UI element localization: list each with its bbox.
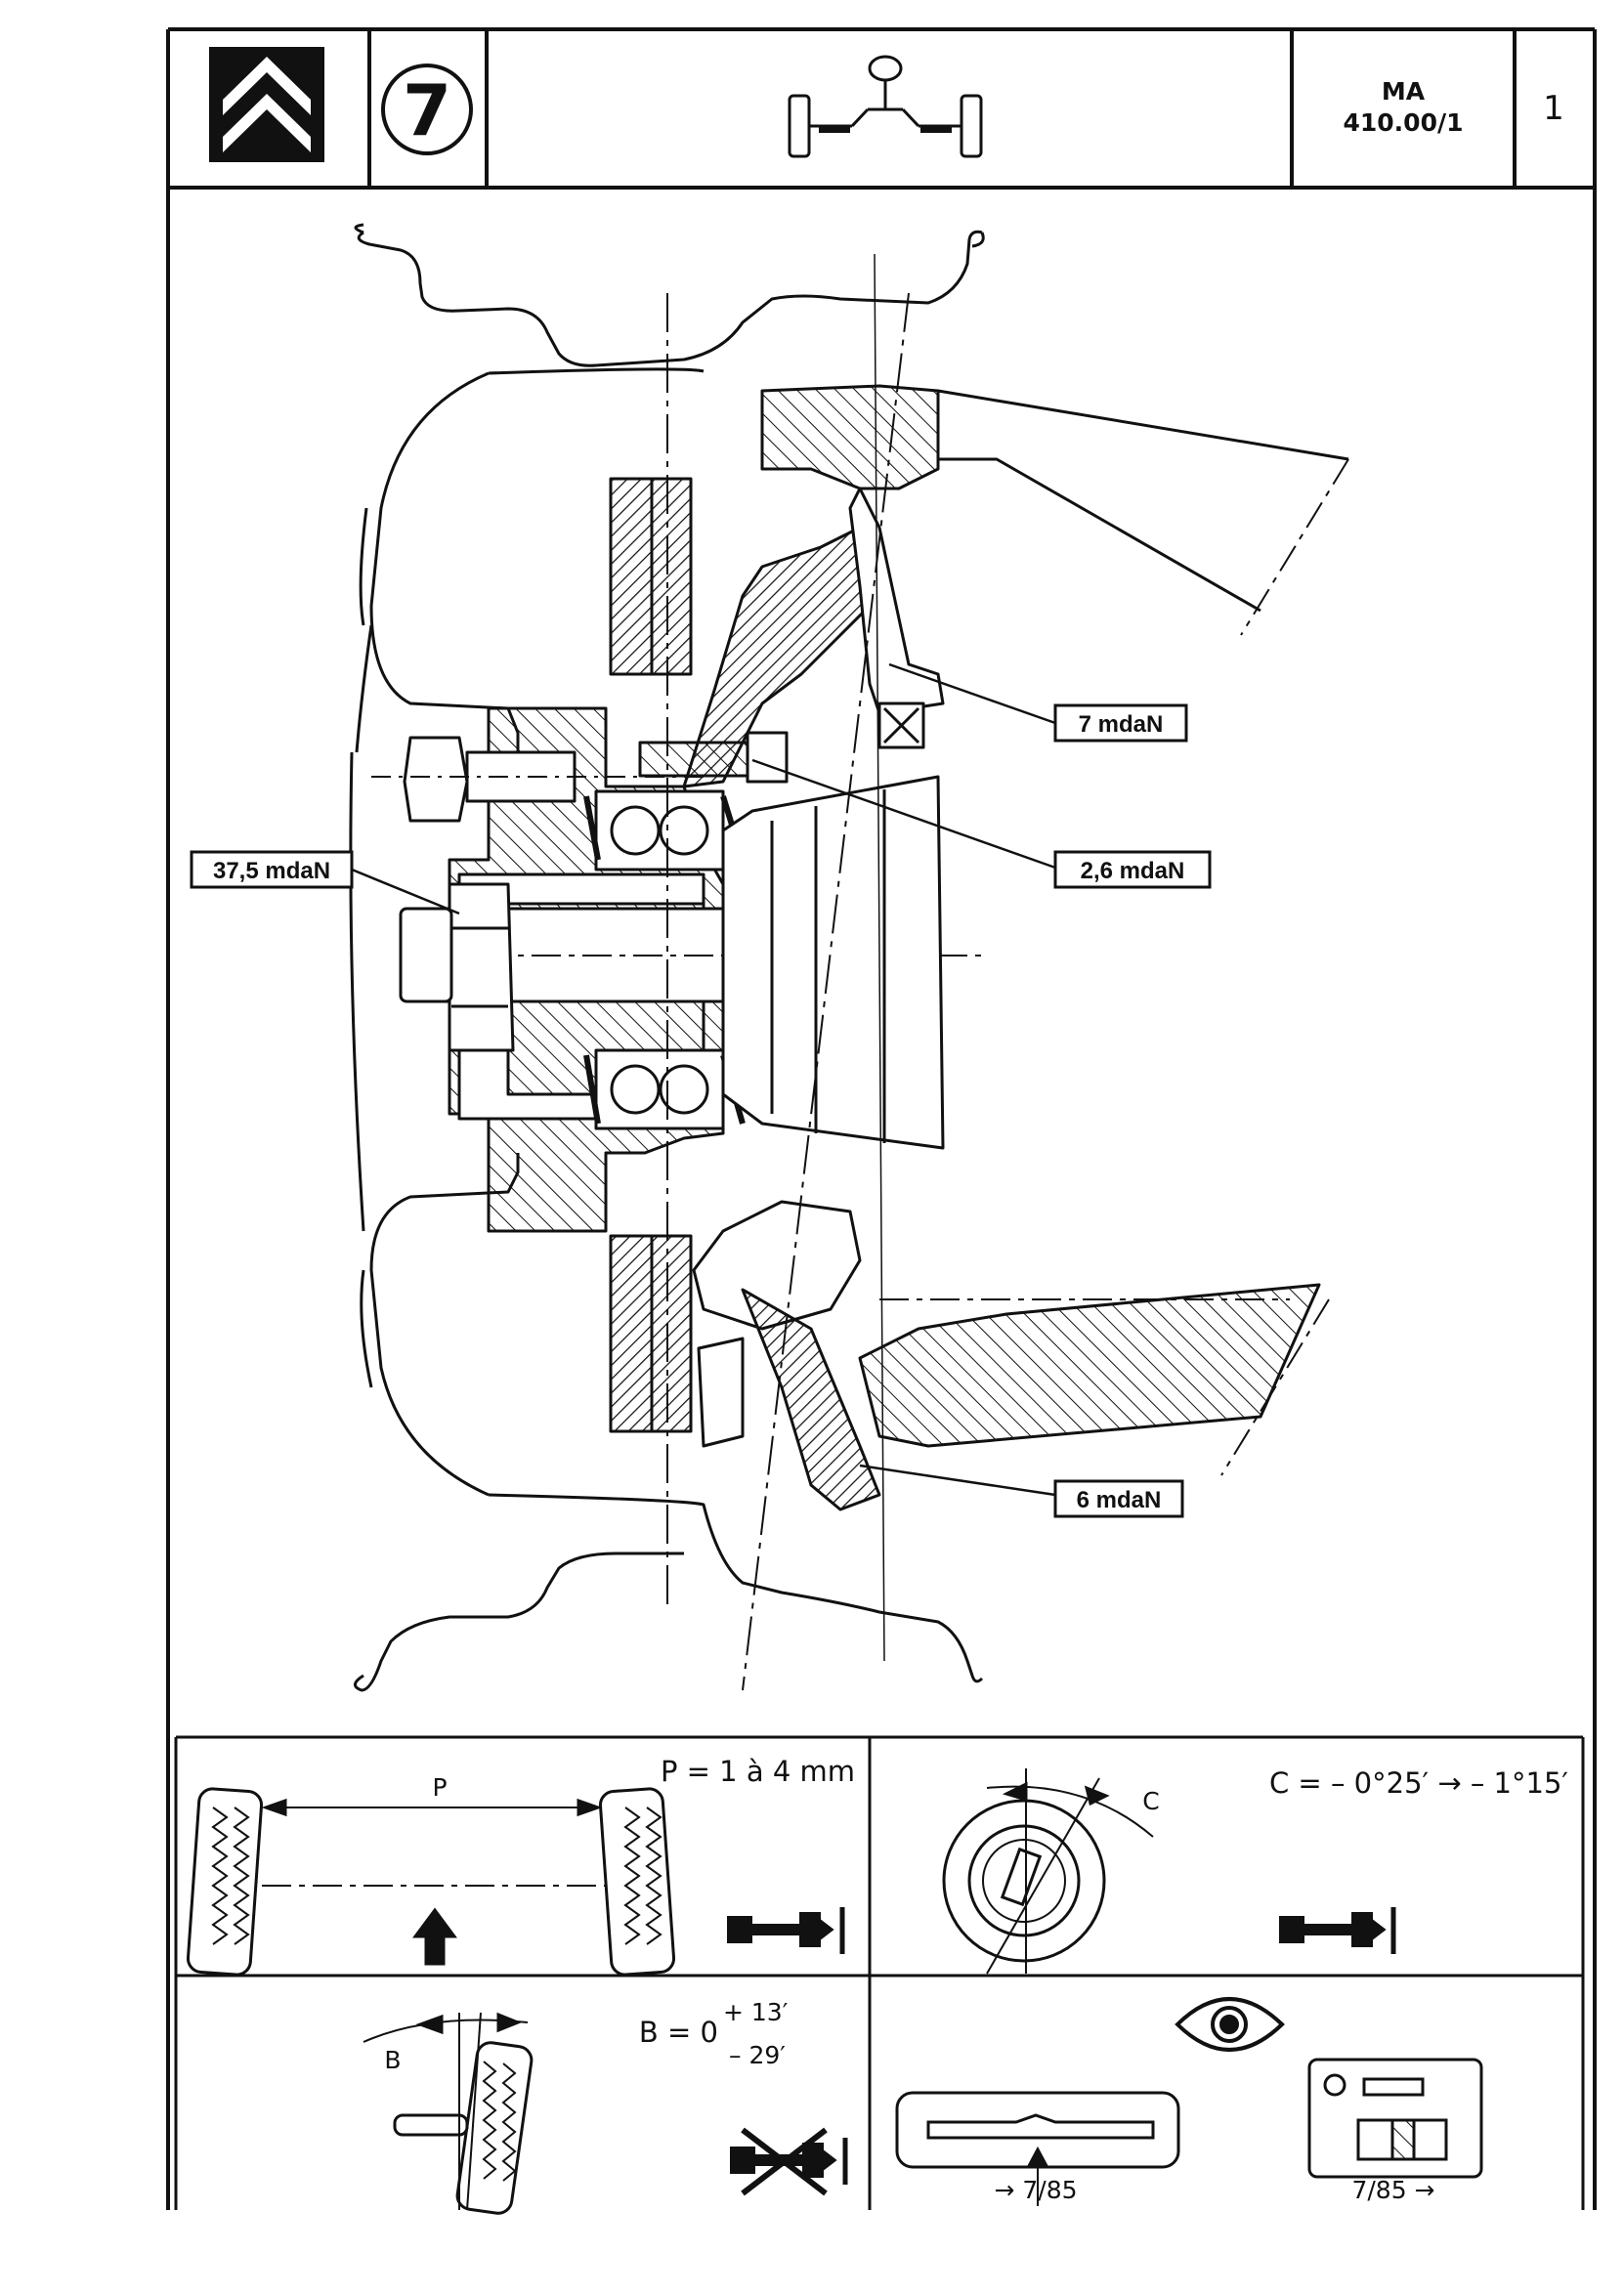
wheel-rim-inner <box>369 371 520 752</box>
wheel-rim-lower <box>369 1153 520 1497</box>
torque-box-steering <box>1053 703 1188 743</box>
eye-icon <box>1175 1997 1285 2052</box>
section-number: 7 <box>403 69 451 151</box>
section-number-badge: 7 <box>381 64 473 155</box>
lower-arm <box>858 1283 1321 1448</box>
wheel-bolt <box>403 736 469 823</box>
toe-panel <box>186 1787 676 1977</box>
ref-line1: MA <box>1382 77 1426 106</box>
direction-arrow-icon <box>412 1907 457 1966</box>
adjustable-tie-rod-icon-caster <box>1279 1907 1396 1954</box>
camber-label: B <box>384 2046 401 2074</box>
hub-nut <box>448 882 515 1052</box>
gauge-reference-right <box>1307 2058 1483 2179</box>
torque-steering-label: 7 mdaN <box>1079 711 1164 738</box>
adjustable-tie-rod-icon <box>727 1907 845 1954</box>
wheel-bearing-upper <box>583 789 746 872</box>
torque-box-lower <box>1053 1479 1184 1518</box>
lower-ball-joint <box>692 1200 862 1331</box>
ref-left-text: → 7/85 <box>994 2176 1077 2204</box>
torque-caliper-label: 2,6 mdaN <box>1081 858 1185 884</box>
tyre-right <box>598 1787 676 1977</box>
gauge-reference-left <box>895 2091 1180 2206</box>
camber-minus: – 29′ <box>729 2041 786 2069</box>
page-number: 1 <box>1543 89 1564 128</box>
brake-disc-upper <box>609 477 654 676</box>
torque-hub-nut-label: 37,5 mdaN <box>213 858 330 884</box>
toe-value: P = 1 à 4 mm <box>661 1755 855 1788</box>
page-frame <box>166 27 1597 2210</box>
specs-grid <box>174 1735 1585 2210</box>
torque-box-hub-nut <box>190 850 354 889</box>
torque-callouts <box>190 662 1212 1518</box>
caster-label: C <box>1142 1787 1159 1815</box>
caster-value: C = – 0°25′ → – 1°15′ <box>1269 1766 1568 1800</box>
cv-joint-housing <box>721 775 945 1150</box>
caster-panel <box>942 1768 1154 1975</box>
kingpin-axis <box>742 292 910 1691</box>
torque-box-caliper <box>1053 850 1212 889</box>
non-adjustable-crossed-icon <box>730 2127 848 2196</box>
upper-ball-joint <box>760 384 940 490</box>
torque-lower-label: 6 mdaN <box>1077 1487 1162 1513</box>
toe-label: P <box>432 1773 447 1802</box>
tyre-left <box>186 1787 264 1977</box>
brake-disc-lower <box>609 1234 654 1433</box>
wheel-rim-outline <box>357 230 983 367</box>
camber-prefix: B = 0 <box>639 2016 718 2049</box>
camber-panel <box>363 2012 534 2215</box>
front-axle-icon <box>788 55 983 158</box>
wheel-hub-side-view <box>942 1799 1106 1963</box>
ref-line2: 410.00/1 <box>1344 108 1464 137</box>
wheel-bearing-lower <box>583 1048 746 1130</box>
citroen-logo-icon <box>209 47 324 162</box>
camber-plus: + 13′ <box>723 1998 789 2026</box>
hub-cross-section <box>349 223 1349 1692</box>
ref-right-text: 7/85 → <box>1351 2176 1434 2204</box>
